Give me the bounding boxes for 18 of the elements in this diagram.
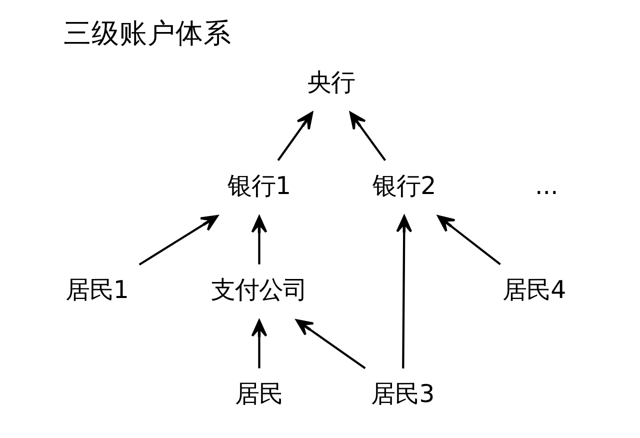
node-text: 支付公司	[211, 275, 308, 304]
arrow	[437, 215, 501, 266]
label: ...	[534, 171, 558, 200]
node-text: 银行2	[372, 171, 436, 200]
node-text: 居民	[235, 379, 284, 408]
node-text: 居民3	[371, 379, 435, 408]
arrow	[251, 216, 268, 264]
arrow	[251, 320, 268, 368]
node-text: 居民1	[65, 275, 129, 304]
node-text: 居民4	[502, 275, 566, 304]
diagram-title: 三级账户体系	[64, 17, 232, 50]
arrow	[138, 215, 218, 266]
node-text: 央行	[307, 67, 356, 96]
node-text: 银行1	[227, 171, 292, 200]
arrow	[396, 215, 412, 368]
arrow	[349, 112, 386, 162]
arrow	[277, 112, 314, 162]
arrow	[296, 319, 366, 370]
